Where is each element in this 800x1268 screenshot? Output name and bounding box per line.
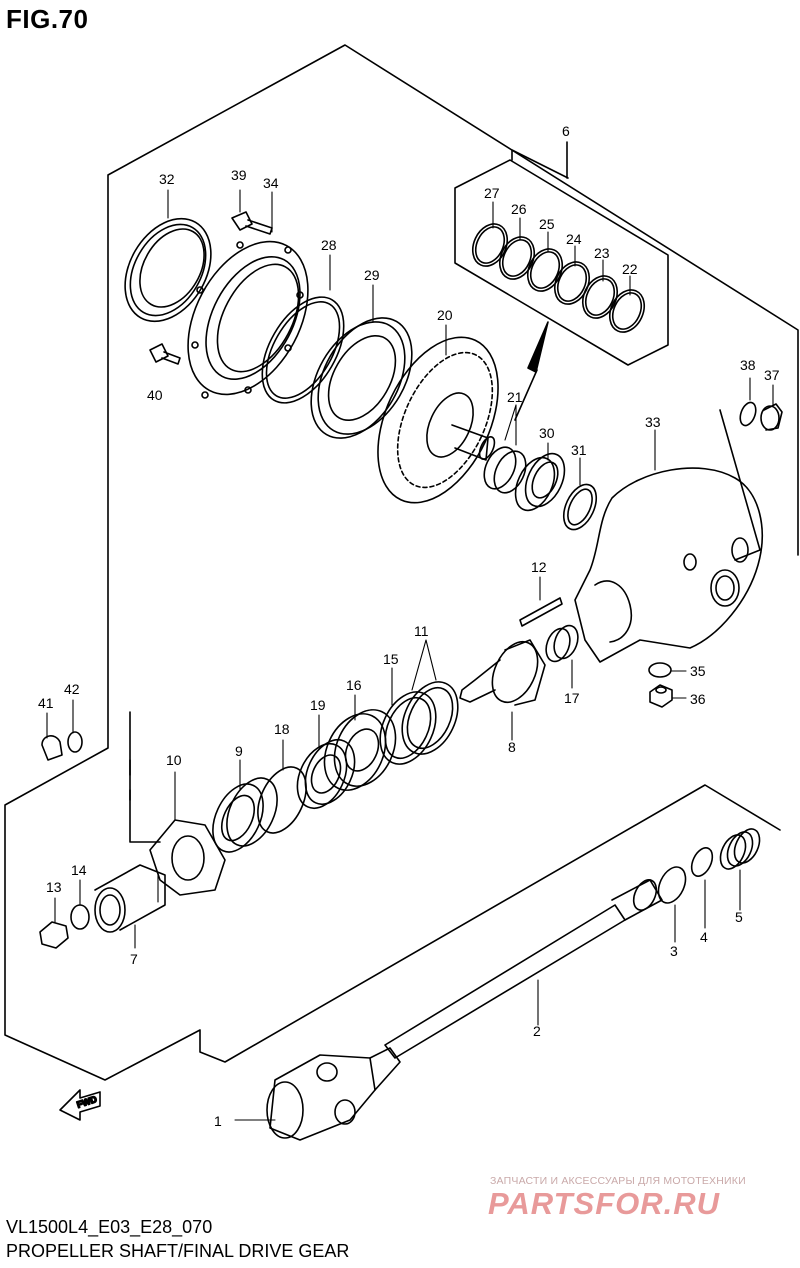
part-14-washer (70, 904, 90, 930)
callout-9: 9 (235, 743, 243, 759)
part-28-o-ring (261, 296, 345, 404)
callout-34: 34 (263, 175, 279, 191)
part-19-bearing (296, 739, 356, 809)
part-20-ring-gear (377, 336, 499, 504)
part-41-cap-nut (41, 735, 63, 761)
part-10-gasket-hole (171, 835, 205, 881)
section-title: PROPELLER SHAFT/FINAL DRIVE GEAR (6, 1241, 350, 1261)
shim-arrow-line (514, 369, 538, 421)
watermark-logo: PARTSFOR.RU (488, 1186, 721, 1221)
callout-10: 10 (166, 752, 182, 768)
part-30-needle-bearing (514, 452, 566, 512)
part-42-washer (67, 731, 83, 753)
callout-7: 7 (130, 951, 138, 967)
callout-18: 18 (274, 721, 290, 737)
callout-32: 32 (159, 171, 175, 187)
leader-lines (46, 189, 774, 1121)
figure-title: FIG.70 (6, 4, 89, 34)
callout-6: 6 (562, 123, 570, 139)
callout-39: 39 (231, 167, 247, 183)
part-1-universal-joint (266, 1047, 401, 1141)
callout-19: 19 (310, 697, 326, 713)
part-7-needle-bearing (94, 864, 166, 933)
callout-37: 37 (764, 367, 780, 383)
part-39-bolt (231, 211, 273, 235)
part-4-circlip (690, 847, 714, 877)
callout-17: 17 (564, 690, 580, 706)
shim-group-box (454, 159, 669, 366)
callout-27: 27 (484, 185, 500, 201)
part-32-oil-seal (124, 217, 212, 323)
shim-group-bracket (511, 149, 569, 179)
part-5-spring (719, 828, 761, 870)
part-11-spacer-inner (406, 686, 454, 750)
part-33-final-gear-case (574, 467, 763, 663)
callout-12: 12 (531, 559, 547, 575)
callout-26: 26 (511, 201, 527, 217)
part-21-shim-a (483, 446, 517, 490)
callout-21: 21 (507, 389, 523, 405)
callout-24: 24 (566, 231, 582, 247)
part-2-propeller-shaft (384, 879, 663, 1059)
callout-38: 38 (740, 357, 756, 373)
callout-2: 2 (533, 1023, 541, 1039)
callout-22: 22 (622, 261, 638, 277)
callout-31: 31 (571, 442, 587, 458)
callout-41: 41 (38, 695, 54, 711)
callout-16: 16 (346, 677, 362, 693)
part-38-washer (739, 401, 757, 427)
callout-11: 11 (414, 623, 429, 639)
assembly-outline-upper (4, 44, 799, 1081)
part-31-seal-inner (567, 488, 593, 526)
callout-23: 23 (594, 245, 610, 261)
part-34-retainer-plate (187, 240, 309, 399)
part-28-o-ring-inner (265, 301, 341, 399)
callout-numbers: 1 2 3 4 5 6 7 8 9 10 11 12 13 14 15 16 1… (38, 123, 780, 1129)
callout-8: 8 (508, 739, 516, 755)
part-21-shim-b (493, 450, 527, 494)
part-17-bearing (545, 624, 579, 663)
callout-4: 4 (700, 929, 708, 945)
callout-15: 15 (383, 651, 399, 667)
callout-35: 35 (690, 663, 706, 679)
callout-28: 28 (321, 237, 337, 253)
part-36-nut (649, 684, 673, 708)
part-18-circlip (257, 766, 307, 834)
part-3-ring (657, 866, 687, 904)
shim-rings-22-27 (471, 223, 646, 333)
shim-arrow (527, 321, 549, 373)
part-10-gasket (149, 819, 226, 896)
part-8-pinion-gear (459, 639, 546, 706)
part-37-drain-plug (760, 403, 783, 431)
callout-14: 14 (71, 862, 87, 878)
callout-3: 3 (670, 943, 678, 959)
callout-30: 30 (539, 425, 555, 441)
callout-25: 25 (539, 216, 555, 232)
part-40-bolt (149, 343, 181, 365)
model-code: VL1500L4_E03_E28_070 (6, 1217, 213, 1237)
callout-42: 42 (64, 681, 80, 697)
part-12-stud (519, 597, 563, 627)
callout-33: 33 (645, 414, 661, 430)
part-15-shim (379, 691, 437, 765)
callout-5: 5 (735, 909, 743, 925)
fwd-arrow-icon (59, 1089, 101, 1121)
callout-40: 40 (147, 387, 163, 403)
watermark-tagline: ЗАПЧАСТИ И АКСЕССУАРЫ ДЛЯ МОТОТЕХНИКИ (490, 1175, 746, 1187)
part-13-nut (39, 921, 69, 949)
callout-36: 36 (690, 691, 706, 707)
callout-20: 20 (437, 307, 453, 323)
callout-13: 13 (46, 879, 62, 895)
part-31-seal (562, 483, 598, 531)
callout-29: 29 (364, 267, 380, 283)
part-29-bearing (310, 317, 413, 439)
callout-1: 1 (214, 1113, 222, 1129)
part-9-bearing-case (212, 777, 278, 853)
assembly-outline-lower (129, 711, 161, 843)
part-35-washer (648, 662, 672, 678)
